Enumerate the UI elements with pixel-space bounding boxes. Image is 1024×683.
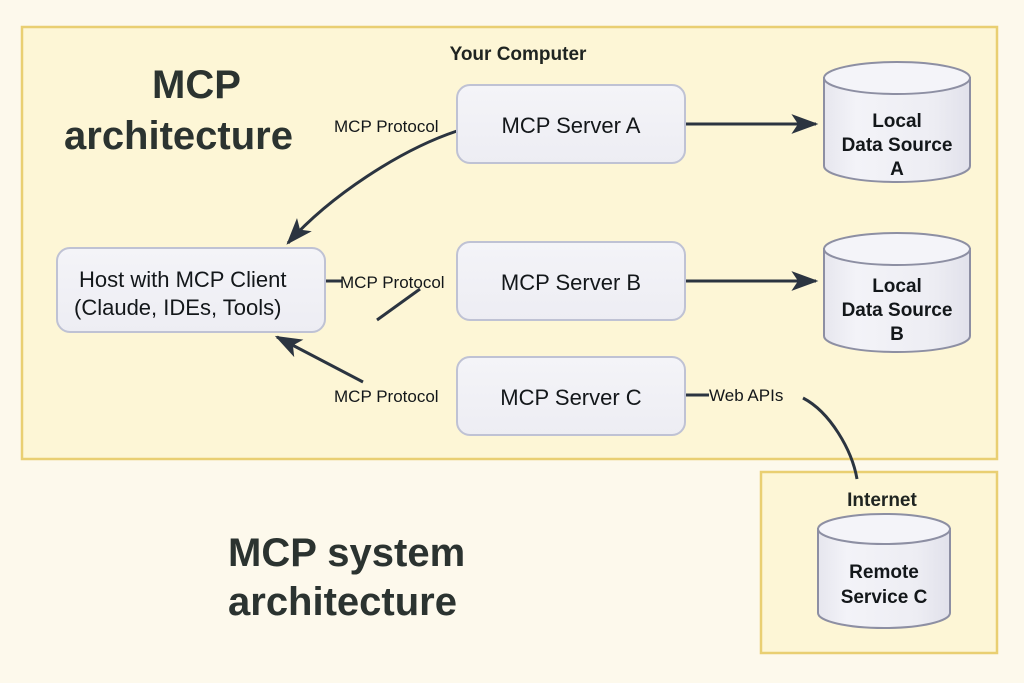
node-host[interactable] [56, 247, 326, 333]
datastore-b-line2: Data Source [842, 300, 953, 321]
node-server-c[interactable] [456, 356, 686, 436]
datastore-a-line2: Data Source [842, 135, 953, 156]
group-internet-label: Internet [847, 490, 917, 511]
cylinder-top-c [817, 513, 951, 545]
cylinder-top-a [823, 61, 971, 95]
cylinder-body-a [823, 77, 971, 183]
edge-label-web-apis: Web APIs [709, 386, 783, 405]
page-title-bottom-line2: architecture [228, 580, 457, 624]
node-server-a[interactable] [456, 84, 686, 164]
edge-server-c-to-remote-c-curve [802, 396, 859, 480]
page-title-top-line2: architecture [64, 114, 293, 158]
datastore-a-line3: A [890, 159, 904, 180]
node-server-a-label: MCP Server A [502, 113, 641, 138]
datastore-c-line2: Service C [841, 587, 928, 608]
node-server-b[interactable] [456, 241, 686, 321]
edge-server-a-to-host-line [286, 129, 458, 245]
datastore-a-line1: Local [872, 111, 922, 132]
cylinder-body-b [823, 248, 971, 353]
datastore-b-line1: Local [872, 276, 922, 297]
node-server-c-label: MCP Server C [500, 385, 642, 410]
datastore-c-line1: Remote [849, 562, 919, 583]
page-title-top-line1: MCP [152, 63, 241, 107]
node-local-data-source-a[interactable]: Local Data Source A [823, 61, 971, 183]
cylinder-top-b [823, 232, 971, 266]
edge-label-mcp-protocol-c: MCP Protocol [334, 387, 439, 406]
cylinder-body-c [817, 528, 951, 629]
node-host-label-line2: (Claude, IDEs, Tools) [74, 295, 281, 320]
edge-server-b-to-host-line [376, 287, 421, 322]
page-title-bottom-line1: MCP system [228, 531, 465, 575]
node-local-data-source-b[interactable]: Local Data Source B [823, 232, 971, 353]
group-your-computer-label: Your Computer [450, 44, 587, 65]
edge-label-mcp-protocol-b: MCP Protocol [340, 273, 445, 292]
node-server-b-label: MCP Server B [501, 270, 641, 295]
node-remote-service-c[interactable]: Remote Service C [817, 513, 951, 629]
node-host-label-line1: Host with MCP Client [79, 267, 286, 292]
edge-server-c-to-host-line [274, 335, 364, 384]
edge-label-mcp-protocol-a: MCP Protocol [334, 117, 439, 136]
datastore-b-line3: B [890, 324, 904, 345]
